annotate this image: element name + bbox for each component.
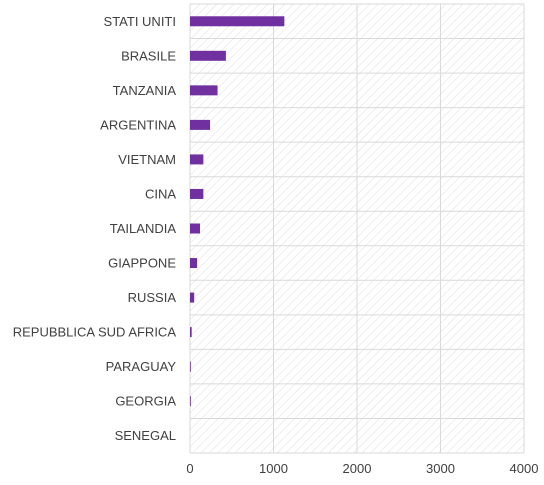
category-label-7: GIAPPONE: [108, 256, 176, 271]
x-tick-label-3: 3000: [426, 461, 455, 476]
category-label-5: CINA: [145, 186, 176, 201]
bar-0: [190, 16, 285, 27]
bar-8: [190, 292, 195, 303]
bar-6: [190, 223, 201, 234]
bar-7: [190, 258, 198, 269]
bars: [190, 16, 285, 407]
x-tick-label-2: 2000: [343, 461, 372, 476]
category-label-9: REPUBBLICA SUD AFRICA: [13, 325, 177, 340]
category-label-3: ARGENTINA: [100, 117, 176, 132]
bar-1: [190, 50, 226, 61]
category-label-8: RUSSIA: [128, 290, 177, 305]
bar-3: [190, 119, 211, 130]
category-label-11: GEORGIA: [115, 394, 176, 409]
category-label-2: TANZANIA: [113, 83, 177, 98]
grid: [189, 3, 525, 454]
category-label-10: PARAGUAY: [106, 359, 177, 374]
category-labels: STATI UNITI BRASILE TANZANIA ARGENTINA VIETN…: [13, 14, 177, 443]
bar-4: [190, 154, 204, 165]
bar-11: [190, 396, 191, 407]
category-label-0: STATI UNITI: [104, 14, 176, 29]
x-tick-label-0: 0: [186, 461, 193, 476]
category-label-1: BRASILE: [121, 48, 176, 63]
bar-9: [190, 327, 192, 338]
x-tick-label-1: 1000: [259, 461, 288, 476]
bar-5: [190, 188, 204, 199]
category-label-4: VIETNAM: [118, 152, 176, 167]
bar-10: [190, 361, 191, 372]
x-tick-labels: 0 1000 2000 3000 4000: [186, 461, 538, 476]
bar-2: [190, 85, 218, 96]
category-label-12: SENEGAL: [115, 428, 176, 443]
category-label-6: TAILANDIA: [110, 221, 177, 236]
x-tick-label-4: 4000: [510, 461, 539, 476]
